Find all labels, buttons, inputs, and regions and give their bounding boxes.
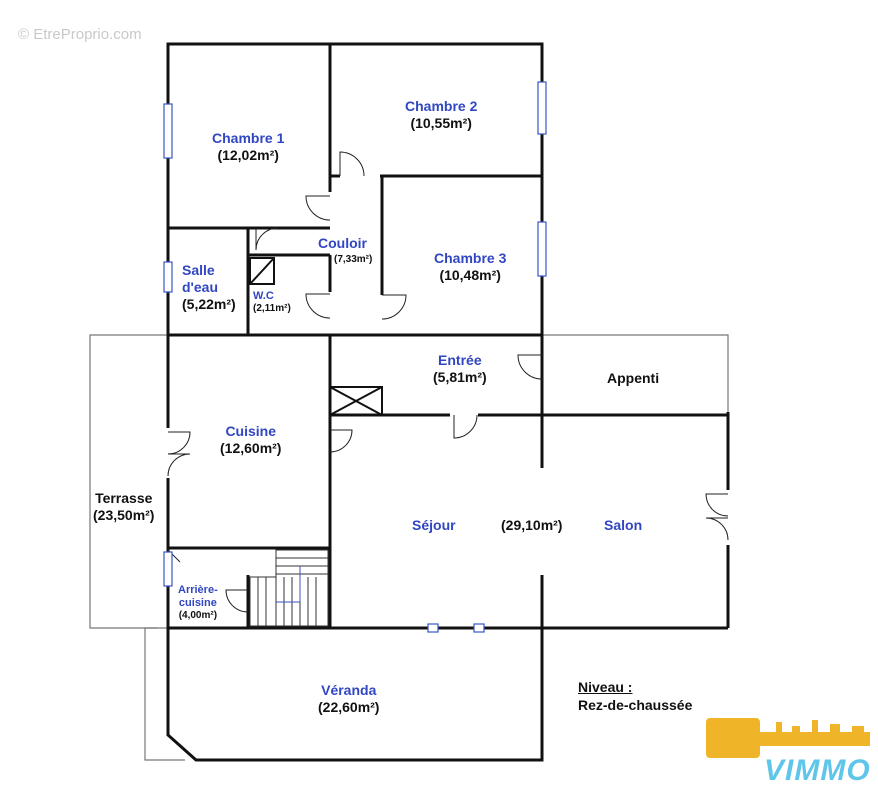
- room-area: (10,48m²): [439, 266, 501, 283]
- room-label-chambre1: Chambre 1 (12,02m²): [212, 130, 284, 164]
- room-label-sejour: Séjour: [412, 517, 456, 534]
- room-area: (7,33m²): [334, 254, 373, 265]
- vimmo-logo-key: [706, 718, 870, 758]
- room-name: Appenti: [607, 370, 660, 386]
- outer-outlines: [89, 334, 729, 761]
- room-name-line1: Arrière-: [178, 584, 218, 596]
- walls: [166, 42, 730, 762]
- room-name: Chambre 2: [405, 98, 478, 114]
- room-name: Entrée: [438, 352, 482, 368]
- room-label-chambre3: Chambre 3 (10,48m²): [434, 250, 506, 284]
- room-area: (12,02m²): [217, 146, 279, 163]
- room-label-terrasse: Terrasse (23,50m²): [93, 490, 154, 524]
- windows: [163, 81, 547, 633]
- room-name-line2: d'eau: [182, 278, 219, 295]
- room-name: Séjour: [412, 517, 456, 533]
- room-label-salle-eau: Salle d'eau (5,22m²): [182, 262, 236, 312]
- room-area: (2,11m²): [253, 303, 291, 315]
- room-name: Cuisine: [225, 423, 277, 439]
- duct-boxes: [249, 257, 383, 416]
- room-area: (22,60m²): [318, 698, 380, 715]
- room-label-veranda: Véranda (22,60m²): [318, 682, 379, 716]
- watermark: © EtreProprio.com: [18, 26, 142, 43]
- room-label-chambre2: Chambre 2 (10,55m²): [405, 98, 477, 132]
- room-name: W.C: [253, 290, 274, 302]
- room-area: (23,50m²): [93, 506, 155, 523]
- doors: [167, 151, 729, 613]
- level-value: Rez-de-chaussée: [578, 697, 693, 714]
- room-label-salon: Salon: [604, 517, 642, 534]
- room-label-couloir: Couloir: [318, 235, 367, 252]
- room-area-couloir: (7,33m²): [334, 254, 372, 266]
- room-area: (5,81m²): [433, 368, 487, 385]
- room-name: Chambre 1: [212, 130, 285, 146]
- room-area: (4,00m²): [178, 610, 218, 622]
- room-name: Chambre 3: [434, 250, 507, 266]
- room-label-wc: W.C (2,11m²): [253, 290, 291, 315]
- room-label-appenti: Appenti: [607, 370, 659, 387]
- room-area: (12,60m²): [220, 439, 282, 456]
- room-label-entree: Entrée (5,81m²): [433, 352, 487, 386]
- room-name-line1: Salle: [182, 262, 215, 278]
- room-area: (29,10m²): [501, 517, 563, 533]
- staircase: [249, 549, 329, 627]
- vimmo-logo-text: VIMMO: [764, 754, 871, 787]
- room-label-cuisine: Cuisine (12,60m²): [220, 423, 281, 457]
- room-name: Salon: [604, 517, 643, 533]
- room-area-sejour: (29,10m²): [501, 517, 562, 534]
- level-caption: Niveau : Rez-de-chaussée: [578, 678, 692, 714]
- room-label-arriere-cuisine: Arrière- cuisine (4,00m²): [178, 584, 218, 622]
- room-name: Couloir: [318, 235, 367, 251]
- level-label: Niveau :: [578, 679, 633, 695]
- room-area: (10,55m²): [410, 114, 472, 131]
- room-name: Véranda: [321, 682, 377, 698]
- room-area: (5,22m²): [182, 295, 236, 312]
- room-name-line2: cuisine: [178, 597, 217, 610]
- room-name: Terrasse: [95, 490, 153, 506]
